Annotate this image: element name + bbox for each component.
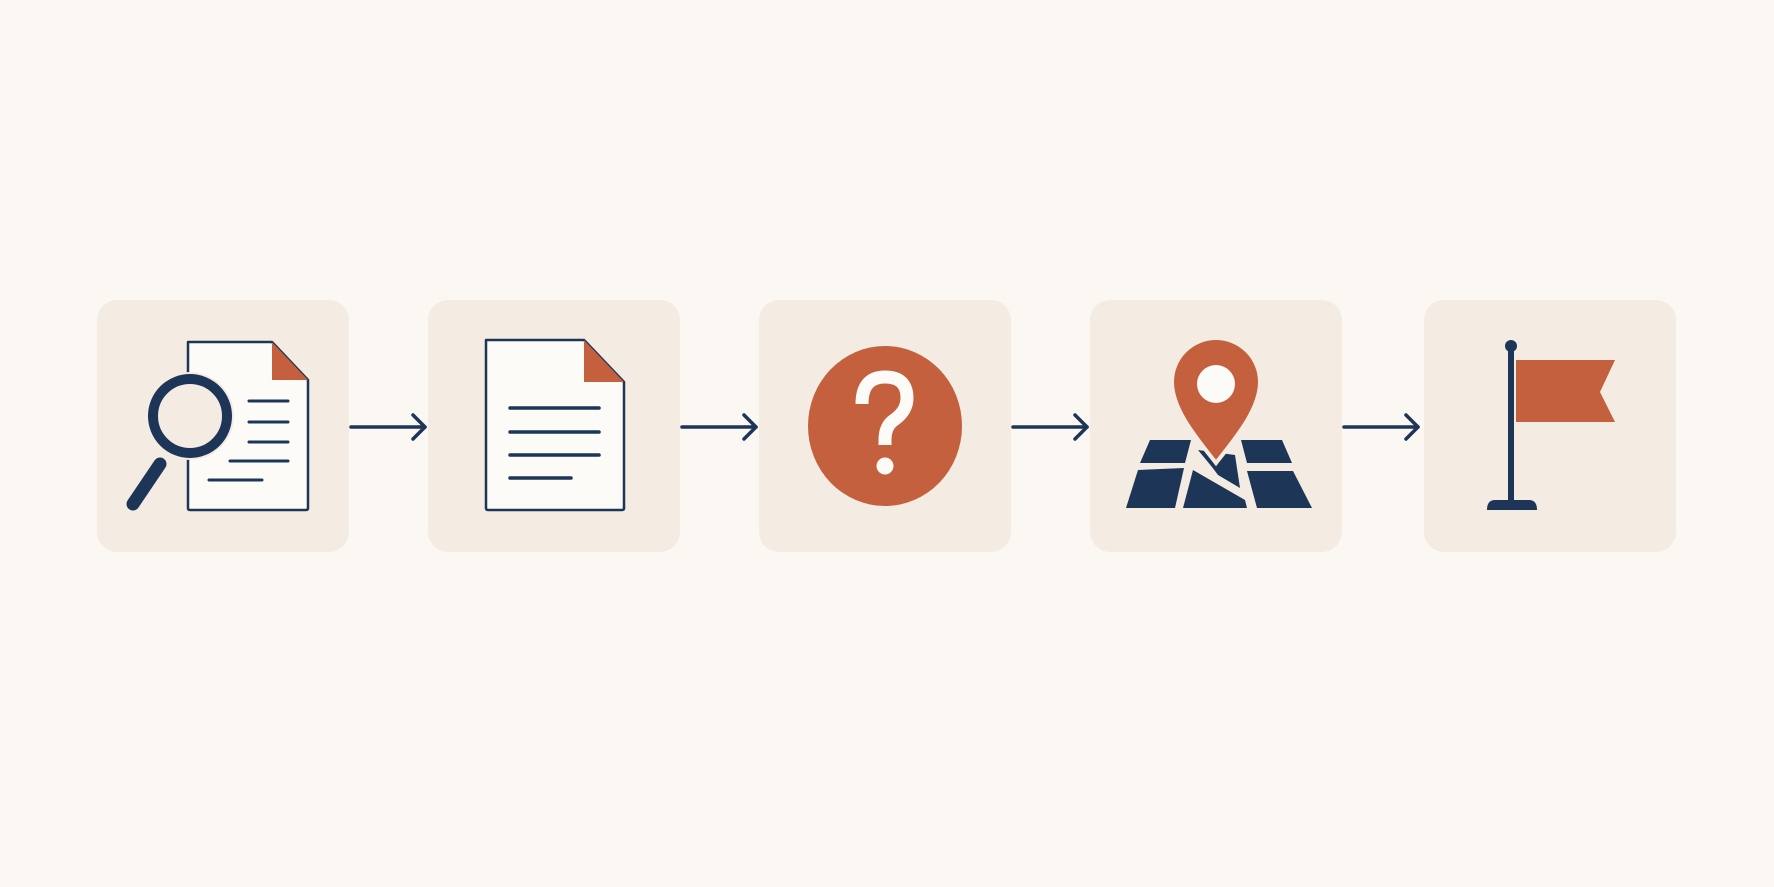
step-2-tile — [428, 300, 680, 552]
question-circle-icon — [808, 346, 962, 506]
step-3-tile — [759, 300, 1011, 552]
arrow-right-icon — [349, 413, 427, 441]
map-pin-icon — [1126, 336, 1312, 508]
document-icon — [484, 338, 626, 512]
step-5-tile — [1424, 300, 1676, 552]
arrow-right-icon — [680, 413, 758, 441]
step-1-tile — [97, 300, 349, 552]
step-4-tile — [1090, 300, 1342, 552]
flag-icon — [1487, 340, 1615, 510]
document-search-icon — [126, 340, 310, 512]
arrow-right-icon — [1011, 413, 1089, 441]
arrow-right-icon — [1342, 413, 1420, 441]
